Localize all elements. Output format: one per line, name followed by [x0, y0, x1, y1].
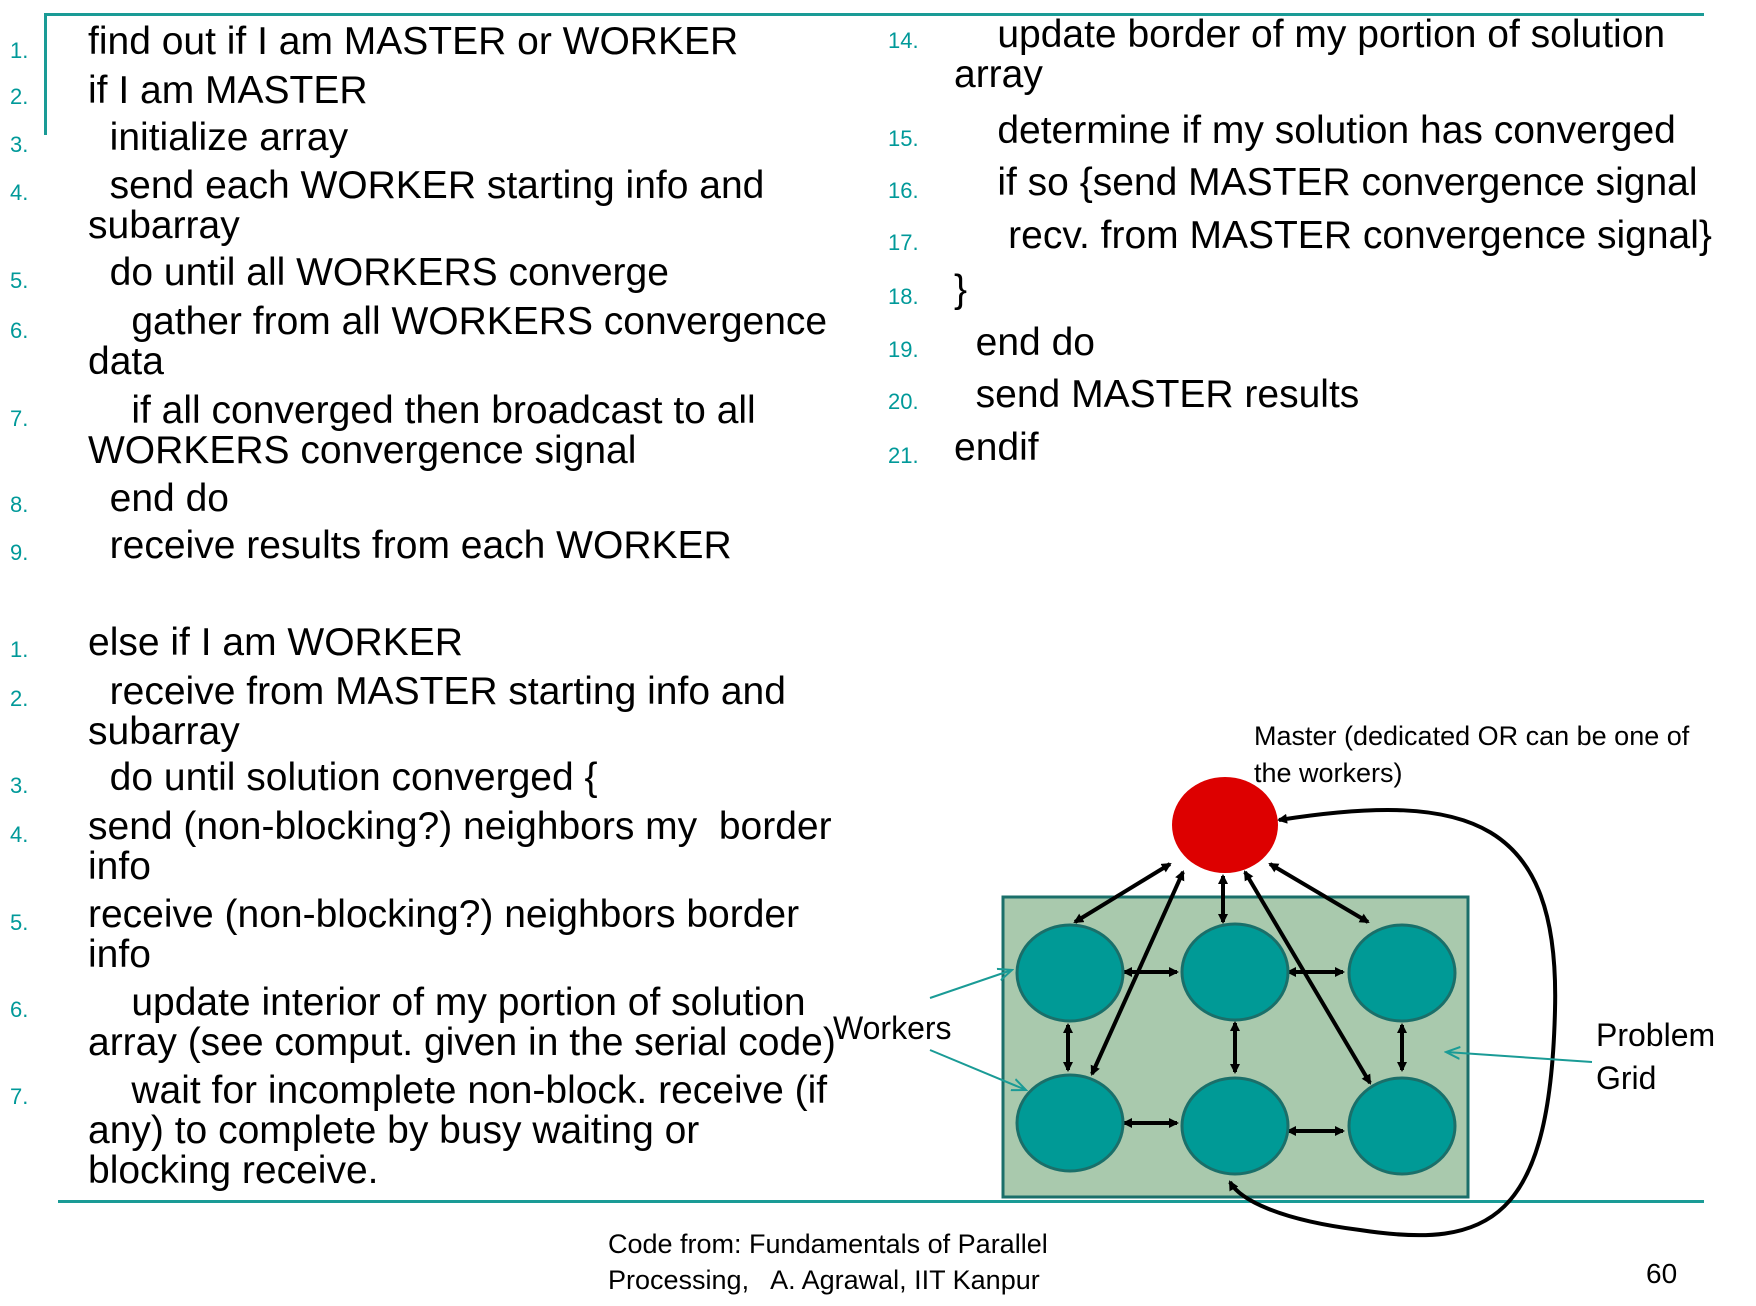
- loop-arrow: [1228, 808, 1558, 1238]
- line-number: 6.: [10, 318, 29, 343]
- line-number: 15.: [888, 126, 919, 151]
- code-line: if I am MASTER: [88, 69, 368, 112]
- code-line: receive from MASTER starting info and su…: [88, 670, 786, 753]
- line-number: 14.: [888, 28, 919, 53]
- code-line: do until all WORKERS converge: [88, 251, 669, 294]
- worker-node: [1180, 922, 1290, 1022]
- line-number: 16.: [888, 178, 919, 203]
- line-number: 18.: [888, 284, 919, 309]
- code-line: receive results from each WORKER: [88, 524, 732, 567]
- line-number: 6.: [10, 997, 29, 1022]
- worker-node: [1180, 1076, 1290, 1176]
- page-number: 60: [1646, 1258, 1678, 1289]
- problem-grid-label: Problem Grid: [1596, 1017, 1716, 1096]
- line-number: 21.: [888, 443, 919, 468]
- workers-pointer: [929, 970, 1012, 999]
- code-line: }: [954, 268, 968, 311]
- code-line: wait for incomplete non-block. receive (…: [88, 1069, 828, 1192]
- master-label: Master (dedicated OR can be one of the w…: [1254, 721, 1690, 788]
- code-line: gather from all WORKERS convergence data: [88, 300, 828, 383]
- code-line: update interior of my portion of solutio…: [88, 981, 836, 1064]
- code-line: initialize array: [88, 116, 349, 159]
- line-number: 7.: [10, 1084, 29, 1109]
- code-line: update border of my portion of solution …: [954, 13, 1666, 96]
- line-number: 7.: [10, 406, 29, 431]
- line-number: 1.: [10, 38, 29, 63]
- top-rule: [44, 13, 1704, 16]
- worker-node: [1347, 923, 1457, 1023]
- code-line: do until solution converged {: [88, 756, 598, 799]
- line-number: 5.: [10, 268, 29, 293]
- workers-label: Workers: [833, 1010, 952, 1046]
- line-number: 20.: [888, 389, 919, 414]
- line-number: 3.: [10, 773, 29, 798]
- worker-node: [1015, 1073, 1125, 1173]
- line-number: 4.: [10, 180, 29, 205]
- line-number: 2.: [10, 686, 29, 711]
- code-line: receive (non-blocking?) neighbors border…: [88, 893, 800, 976]
- line-number: 9.: [10, 540, 29, 565]
- line-number: 1.: [10, 637, 29, 662]
- code-line: send each WORKER starting info and subar…: [88, 164, 765, 247]
- worker-node: [1015, 923, 1125, 1023]
- line-number: 4.: [10, 822, 29, 847]
- code-line: determine if my solution has converged: [954, 109, 1676, 152]
- source-citation: Code from: Fundamentals of Parallel Proc…: [608, 1229, 1048, 1295]
- code-line: if all converged then broadcast to all W…: [88, 389, 756, 472]
- arrow: [1243, 870, 1372, 1085]
- bottom-rule: [58, 1200, 1704, 1203]
- code-line: end do: [954, 321, 1095, 364]
- code-line: send MASTER results: [954, 373, 1360, 416]
- line-number: 19.: [888, 337, 919, 362]
- master-node: [1172, 777, 1278, 873]
- code-line: find out if I am MASTER or WORKER: [88, 20, 739, 63]
- worker-node: [1347, 1076, 1457, 1176]
- code-line: end do: [88, 477, 229, 520]
- line-number: 2.: [10, 84, 29, 109]
- line-number: 8.: [10, 492, 29, 517]
- line-number: 3.: [10, 132, 29, 157]
- code-line: if so {send MASTER convergence signal: [954, 161, 1698, 204]
- code-line: recv. from MASTER convergence signal}: [954, 214, 1712, 257]
- code-line: endif: [954, 426, 1039, 469]
- code-line: send (non-blocking?) neighbors my border…: [88, 805, 832, 888]
- grid-pointer: [1446, 1052, 1593, 1063]
- left-rule: [44, 13, 47, 135]
- workers-pointer: [929, 1049, 1026, 1090]
- code-line: else if I am WORKER: [88, 621, 463, 664]
- line-number: 17.: [888, 230, 919, 255]
- line-number: 5.: [10, 910, 29, 935]
